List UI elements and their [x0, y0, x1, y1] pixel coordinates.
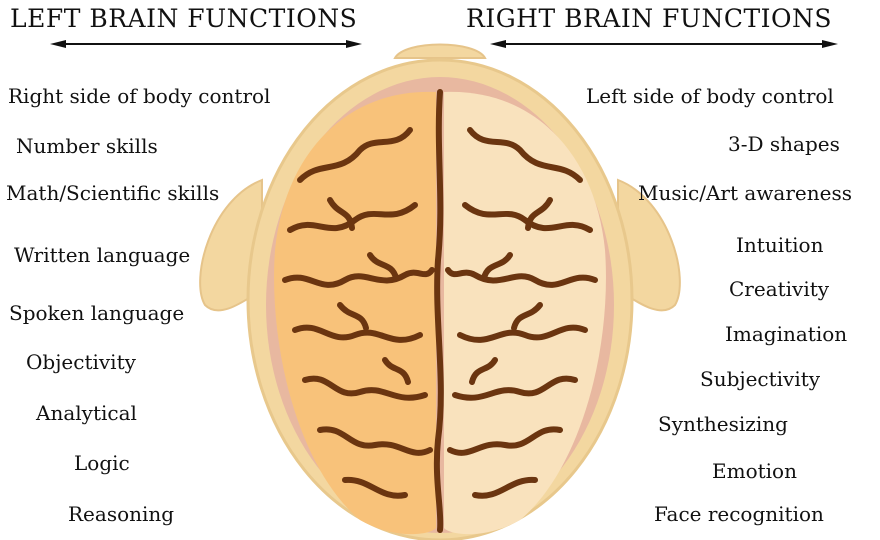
left-brain-heading: LEFT BRAIN FUNCTIONS [10, 4, 358, 33]
right-function-label: 3-D shapes [728, 132, 840, 156]
right-function-label: Music/Art awareness [638, 181, 852, 205]
right-ear [617, 178, 681, 312]
left-function-label: Written language [14, 243, 191, 267]
left-function-label: Analytical [36, 401, 137, 425]
left-function-label: Number skills [16, 134, 158, 158]
right-brain-heading: RIGHT BRAIN FUNCTIONS [466, 4, 833, 33]
right-function-label: Face recognition [654, 502, 824, 526]
left-function-label: Reasoning [68, 502, 175, 526]
left-function-label: Spoken language [9, 301, 185, 325]
left-ear [199, 178, 263, 312]
left-function-label: Objectivity [26, 350, 136, 374]
right-function-label: Subjectivity [700, 367, 821, 391]
left-function-label: Right side of body control [8, 84, 271, 108]
central-fissure [433, 89, 444, 533]
right-function-label: Emotion [712, 459, 797, 483]
left-function-label: Math/Scientific skills [6, 181, 220, 205]
right-function-label: Creativity [729, 277, 830, 301]
left-function-label: Logic [74, 451, 130, 475]
nose [393, 43, 487, 59]
right-function-label: Synthesizing [658, 412, 788, 436]
right-function-label: Left side of body control [586, 84, 834, 108]
right-function-label: Intuition [736, 233, 824, 257]
right-function-label: Imagination [725, 322, 848, 346]
